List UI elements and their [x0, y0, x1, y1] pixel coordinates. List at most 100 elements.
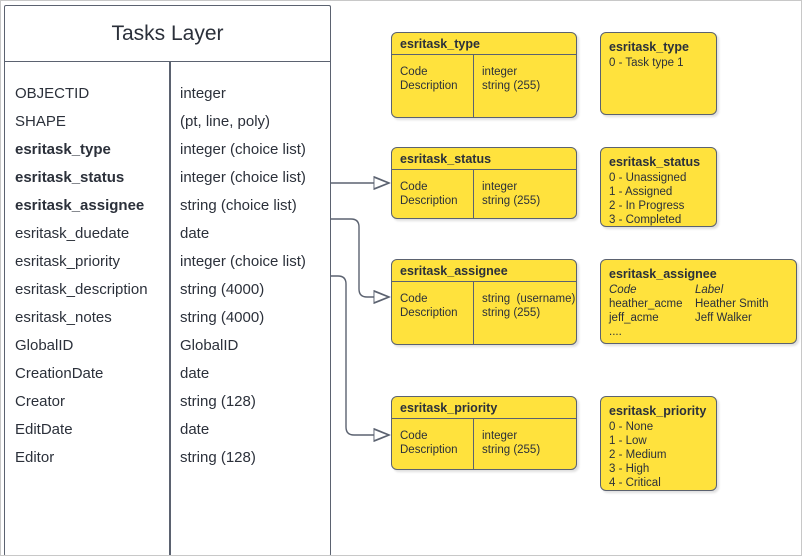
table-title: esritask_status [392, 148, 576, 170]
table-field-types: string (username) string (255) [482, 293, 576, 319]
field-name: esritask_duedate [15, 225, 130, 242]
field-name: Creator [15, 393, 66, 410]
table-title: esritask_assignee [392, 260, 576, 282]
table-body: Code Description string (username) strin… [392, 282, 576, 344]
field-type: integer (choice list) [180, 141, 306, 158]
domain-header-code: Code [609, 284, 637, 296]
domain-content: esritask_assignee Code Label heather_acm… [601, 260, 796, 347]
domain-value-row: .... [609, 325, 788, 339]
domain-title: esritask_priority [609, 404, 707, 418]
table-column-divider [473, 419, 475, 469]
field-row: CreationDate date [5, 360, 330, 388]
field-row: esritask_priority integer (choice list) [5, 248, 330, 276]
table-body: Code Description integer string (255) [392, 170, 576, 218]
domain-value-code: heather_acme [609, 298, 683, 310]
field-name: GlobalID [15, 337, 74, 354]
domain-esritask-type[interactable]: esritask_type 0 - Task type 1 [600, 32, 717, 115]
field-row: Editor string (128) [5, 444, 330, 472]
page-title: Tasks Layer [5, 6, 330, 62]
domain-values: 0 - None 1 - Low 2 - Medium 3 - High 4 -… [609, 421, 667, 489]
field-name: esritask_status [15, 169, 125, 186]
field-row: Creator string (128) [5, 388, 330, 416]
field-row: esritask_type integer (choice list) [5, 136, 330, 164]
domain-header-row: Code Label [609, 283, 788, 297]
table-column-divider [473, 55, 475, 117]
field-name: esritask_description [15, 281, 148, 298]
field-row: OBJECTID integer [5, 80, 330, 108]
field-row: EditDate date [5, 416, 330, 444]
table-body: Code Description integer string (255) [392, 419, 576, 469]
table-field-names: Code Description [400, 430, 458, 456]
domain-value-row: heather_acme Heather Smith [609, 297, 788, 311]
field-type: date [180, 365, 210, 382]
field-type: integer (choice list) [180, 253, 306, 270]
domain-value-label: Heather Smith [695, 298, 769, 310]
field-name: Editor [15, 449, 55, 466]
domain-values: 0 - Task type 1 [609, 57, 684, 69]
table-body: Code Description integer string (255) [392, 55, 576, 117]
field-row: GlobalID GlobalID [5, 332, 330, 360]
domain-esritask-assignee[interactable]: esritask_assignee Code Label heather_acm… [600, 259, 797, 344]
field-type: (pt, line, poly) [180, 113, 271, 130]
field-type: string (4000) [180, 281, 265, 298]
field-type: GlobalID [180, 337, 239, 354]
table-field-names: Code Description [400, 181, 458, 207]
field-type: string (choice list) [180, 197, 297, 214]
domain-content: esritask_type 0 - Task type 1 [601, 33, 716, 78]
table-column-divider [473, 282, 475, 344]
table-esritask-status[interactable]: esritask_status Code Description integer… [391, 147, 577, 219]
field-name: esritask_assignee [15, 197, 145, 214]
field-type: integer [180, 85, 226, 102]
field-name: OBJECTID [15, 85, 90, 102]
table-esritask-assignee[interactable]: esritask_assignee Code Description strin… [391, 259, 577, 345]
domain-title: esritask_status [609, 155, 701, 169]
field-name: EditDate [15, 421, 73, 438]
table-esritask-priority[interactable]: esritask_priority Code Description integ… [391, 396, 577, 470]
domain-content: esritask_priority 0 - None 1 - Low 2 - M… [601, 397, 716, 498]
field-row: esritask_duedate date [5, 220, 330, 248]
domain-value-code: jeff_acme [609, 312, 659, 324]
field-type: integer (choice list) [180, 169, 306, 186]
field-row: esritask_description string (4000) [5, 276, 330, 304]
domain-esritask-priority[interactable]: esritask_priority 0 - None 1 - Low 2 - M… [600, 396, 717, 491]
field-type: date [180, 225, 210, 242]
table-field-names: Code Description [400, 293, 458, 319]
domain-title: esritask_type [609, 40, 689, 54]
domain-value-row: jeff_acme Jeff Walker [609, 311, 788, 325]
domain-value-rows: heather_acme Heather Smith jeff_acme Jeff W… [609, 297, 788, 339]
field-type: string (4000) [180, 309, 265, 326]
field-type: date [180, 421, 210, 438]
column-divider [169, 62, 171, 555]
table-field-names: Code Description [400, 66, 458, 92]
field-name: esritask_type [15, 141, 111, 158]
domain-title: esritask_assignee [609, 267, 717, 281]
field-name: SHAPE [15, 113, 66, 130]
domain-values: 0 - Unassigned 1 - Assigned 2 - In Progr… [609, 172, 687, 226]
domain-value-label: Jeff Walker [695, 312, 752, 324]
domain-header-label: Label [695, 284, 724, 296]
table-field-types: integer string (255) [482, 181, 541, 207]
domain-esritask-status[interactable]: esritask_status 0 - Unassigned 1 - Assig… [600, 147, 717, 227]
table-title: esritask_priority [392, 397, 576, 419]
field-type: string (128) [180, 449, 256, 466]
table-column-divider [473, 170, 475, 218]
field-type: string (128) [180, 393, 256, 410]
domain-value-code: .... [609, 326, 622, 338]
connector-priority [331, 275, 389, 435]
field-row: esritask_assignee string (choice list) [5, 192, 330, 220]
domain-content: esritask_status 0 - Unassigned 1 - Assig… [601, 148, 716, 235]
field-name: CreationDate [15, 365, 104, 382]
table-esritask-type[interactable]: esritask_type Code Description integer s… [391, 32, 577, 118]
field-row: SHAPE (pt, line, poly) [5, 108, 330, 136]
connector-assignee [331, 218, 389, 297]
table-title: esritask_type [392, 33, 576, 55]
field-name: esritask_priority [15, 253, 121, 270]
field-row: esritask_status integer (choice list) [5, 164, 330, 192]
table-field-types: integer string (255) [482, 66, 541, 92]
table-field-types: integer string (255) [482, 430, 541, 456]
